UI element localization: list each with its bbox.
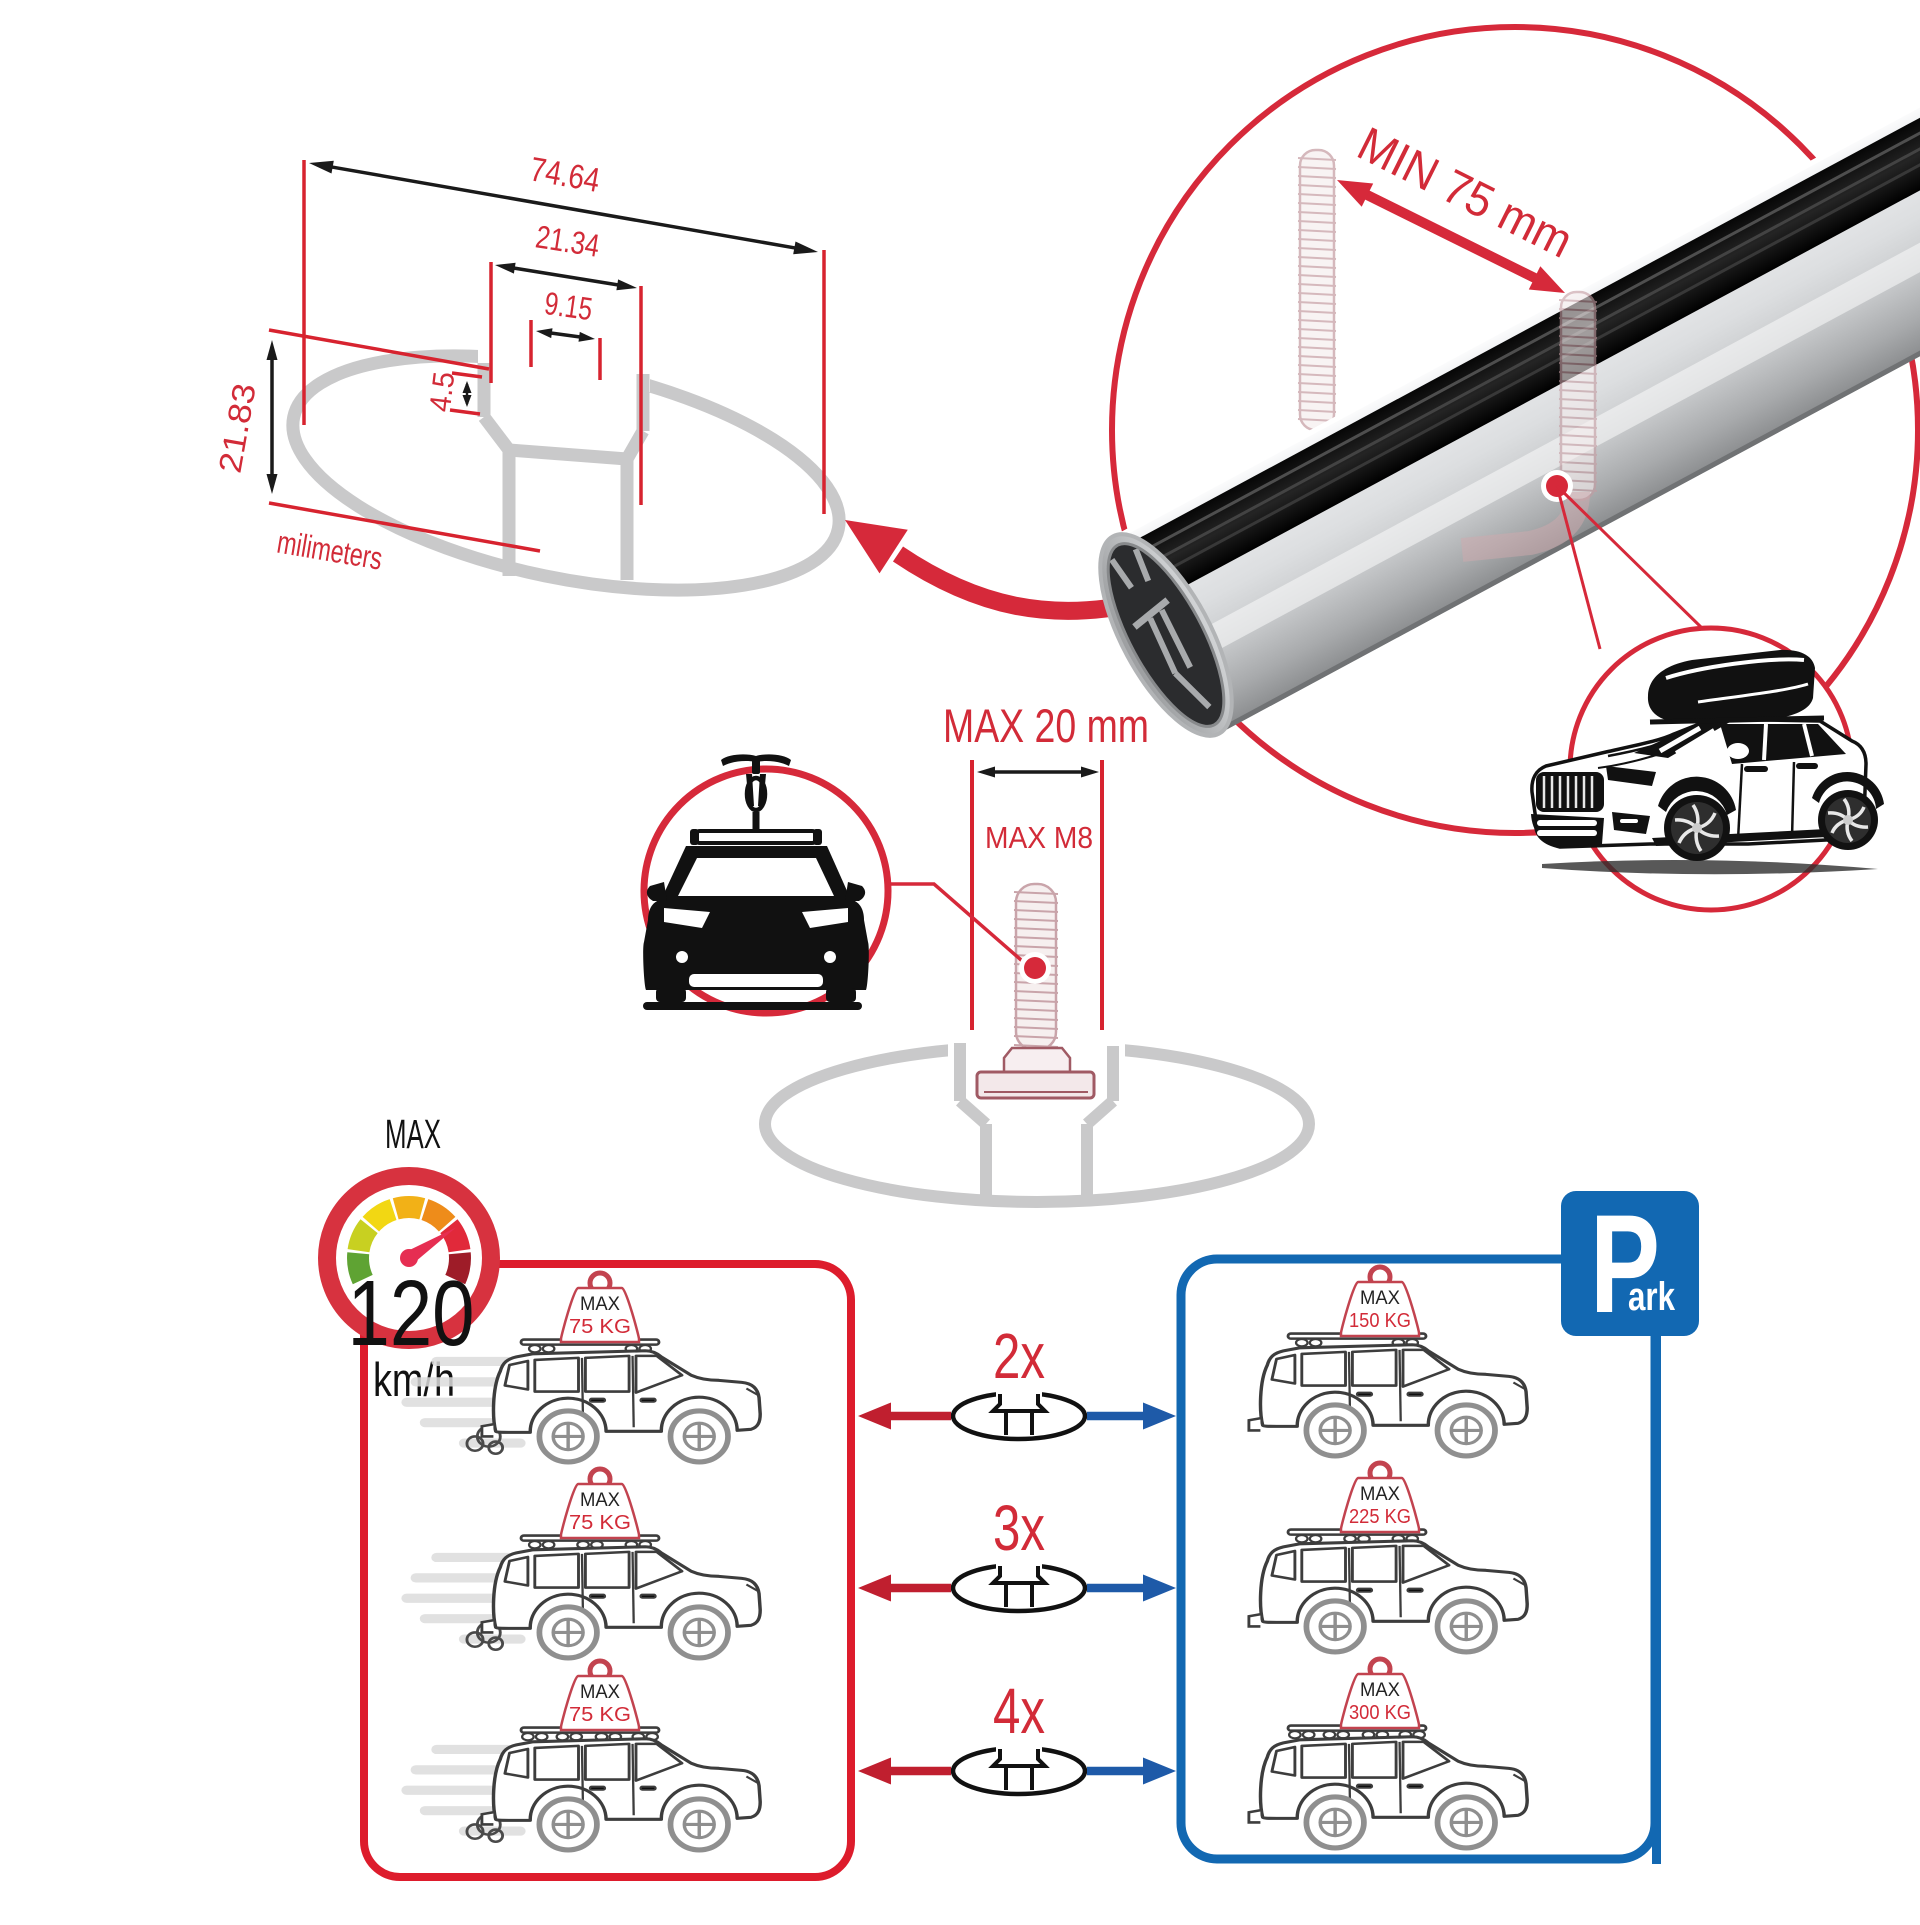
svg-text:MAX 20 mm: MAX 20 mm [943,699,1149,752]
svg-text:4x: 4x [993,1675,1045,1747]
svg-text:120: 120 [348,1261,475,1365]
svg-text:150 KG: 150 KG [1349,1310,1411,1332]
svg-text:225 KG: 225 KG [1349,1506,1411,1528]
svg-text:MAX: MAX [1360,1680,1400,1701]
svg-text:9.15: 9.15 [542,285,595,327]
svg-text:75 KG: 75 KG [569,1512,631,1534]
svg-text:MAX: MAX [1360,1484,1400,1505]
svg-text:MAX: MAX [1360,1288,1400,1309]
svg-text:4.5: 4.5 [424,370,462,414]
svg-text:3x: 3x [993,1492,1045,1564]
svg-text:ark: ark [1628,1275,1676,1319]
svg-text:MAX: MAX [385,1111,441,1157]
svg-text:MAX: MAX [580,1490,620,1511]
svg-text:P: P [1590,1185,1660,1342]
svg-text:75 KG: 75 KG [569,1316,631,1338]
svg-text:MAX: MAX [580,1682,620,1703]
svg-text:MAX M8: MAX M8 [985,820,1093,855]
svg-text:MAX: MAX [580,1294,620,1315]
svg-text:2x: 2x [993,1320,1045,1392]
svg-text:75 KG: 75 KG [569,1704,631,1726]
svg-text:300 KG: 300 KG [1349,1702,1411,1724]
